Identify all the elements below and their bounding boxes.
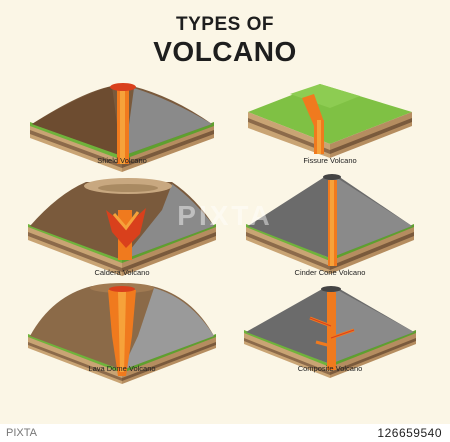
cinder-cone-volcano-label: Cinder Cone Volcano [294,268,366,277]
footer-image-number: 126659540 [377,426,442,440]
title-line-2: VOLCANO [153,36,297,67]
composite-volcano-panel: Composite Volcano [230,276,430,396]
title-line-1: TYPES OF [176,14,274,35]
shield-volcano-label: Shield Volcano [97,156,147,165]
caldera-volcano-panel: Caldera Volcano [22,170,222,290]
caldera-volcano-label: Caldera Volcano [94,268,150,277]
lava-dome-volcano-panel: Lava Dome Volcano [22,276,222,396]
composite-volcano-illustration [244,286,416,378]
cinder-cone-volcano-illustration [246,174,414,274]
footer-bar: PIXTA 126659540 [0,424,450,442]
lava-dome-volcano-illustration [28,283,216,384]
fissure-volcano-label: Fissure Volcano [303,156,357,165]
caldera-volcano-illustration [28,178,216,276]
watermark: PIXTA [177,200,273,231]
fissure-volcano-panel: Fissure Volcano [230,72,430,192]
shield-volcano-illustration [30,83,214,172]
cinder-cone-volcano-panel: Cinder Cone Volcano [230,170,430,290]
footer-brand: PIXTA [6,427,37,439]
lava-dome-volcano-label: Lava Dome Volcano [88,364,156,373]
fissure-volcano-illustration [248,84,412,158]
shield-volcano-panel: Shield Volcano [22,72,222,192]
composite-volcano-label: Composite Volcano [297,364,363,373]
